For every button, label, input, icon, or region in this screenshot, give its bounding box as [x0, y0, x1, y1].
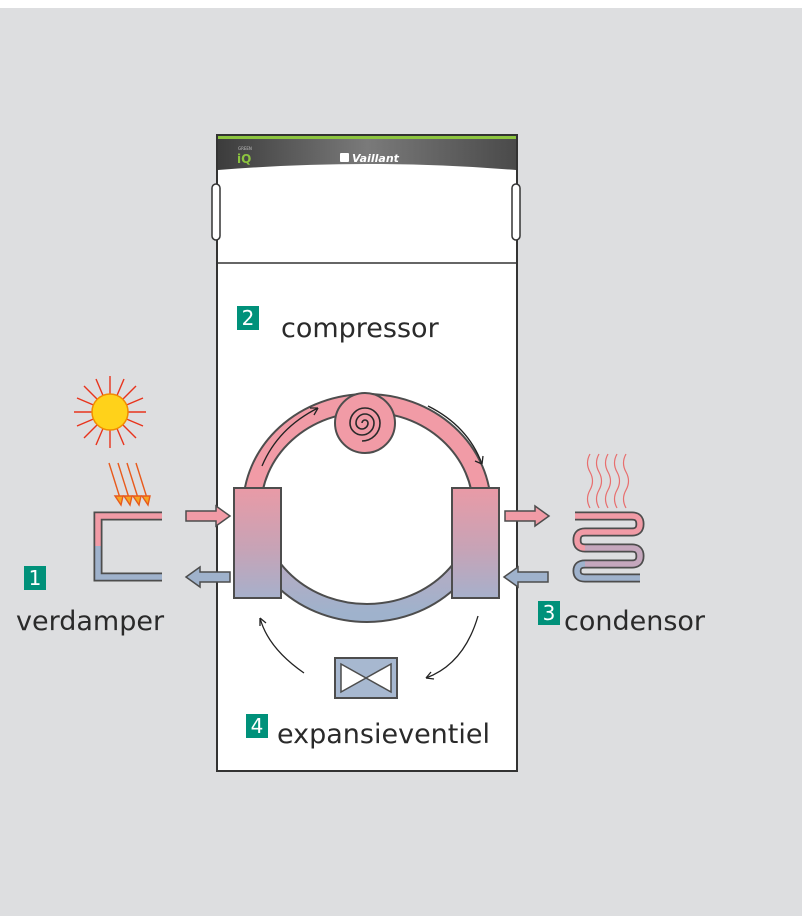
- condenser-coil: [572, 511, 645, 583]
- condenser-label: condensor: [564, 606, 706, 637]
- evaporator-exchanger: [233, 487, 282, 599]
- step-4-badge: 4: [246, 714, 268, 738]
- flow-arrows: [259, 405, 484, 680]
- control-panel: GREEN iQ Vaillant: [218, 136, 516, 170]
- condenser-in-arrow: [502, 565, 549, 589]
- step-2-badge: 2: [237, 306, 259, 330]
- step-3-badge: 3: [538, 601, 560, 625]
- heat-rays-icon: [108, 462, 151, 507]
- expansion-valve-icon: [334, 657, 398, 699]
- diagram-canvas: GREEN iQ Vaillant: [0, 8, 802, 916]
- evaporator-out-arrow: [184, 565, 231, 589]
- brand-logo: Vaillant: [352, 152, 400, 165]
- evaporator-in-arrow: [185, 504, 232, 528]
- vaillant-hare-icon: [340, 153, 349, 162]
- expansion-valve-label: expansieventiel: [277, 719, 490, 750]
- compressor-icon: [334, 392, 396, 454]
- compressor-label: compressor: [281, 313, 439, 344]
- condenser-exchanger: [451, 487, 500, 599]
- right-handle: [511, 183, 521, 241]
- evaporator-pipe: [93, 511, 162, 582]
- green-mark: GREEN: [238, 146, 252, 151]
- step-1-badge: 1: [24, 566, 46, 590]
- sun-icon: [74, 376, 146, 448]
- iq-logo: iQ: [237, 152, 251, 166]
- warmth-waves-icon: [586, 453, 630, 509]
- condenser-out-arrow: [504, 504, 551, 528]
- left-handle: [211, 183, 221, 241]
- evaporator-label: verdamper: [16, 606, 165, 637]
